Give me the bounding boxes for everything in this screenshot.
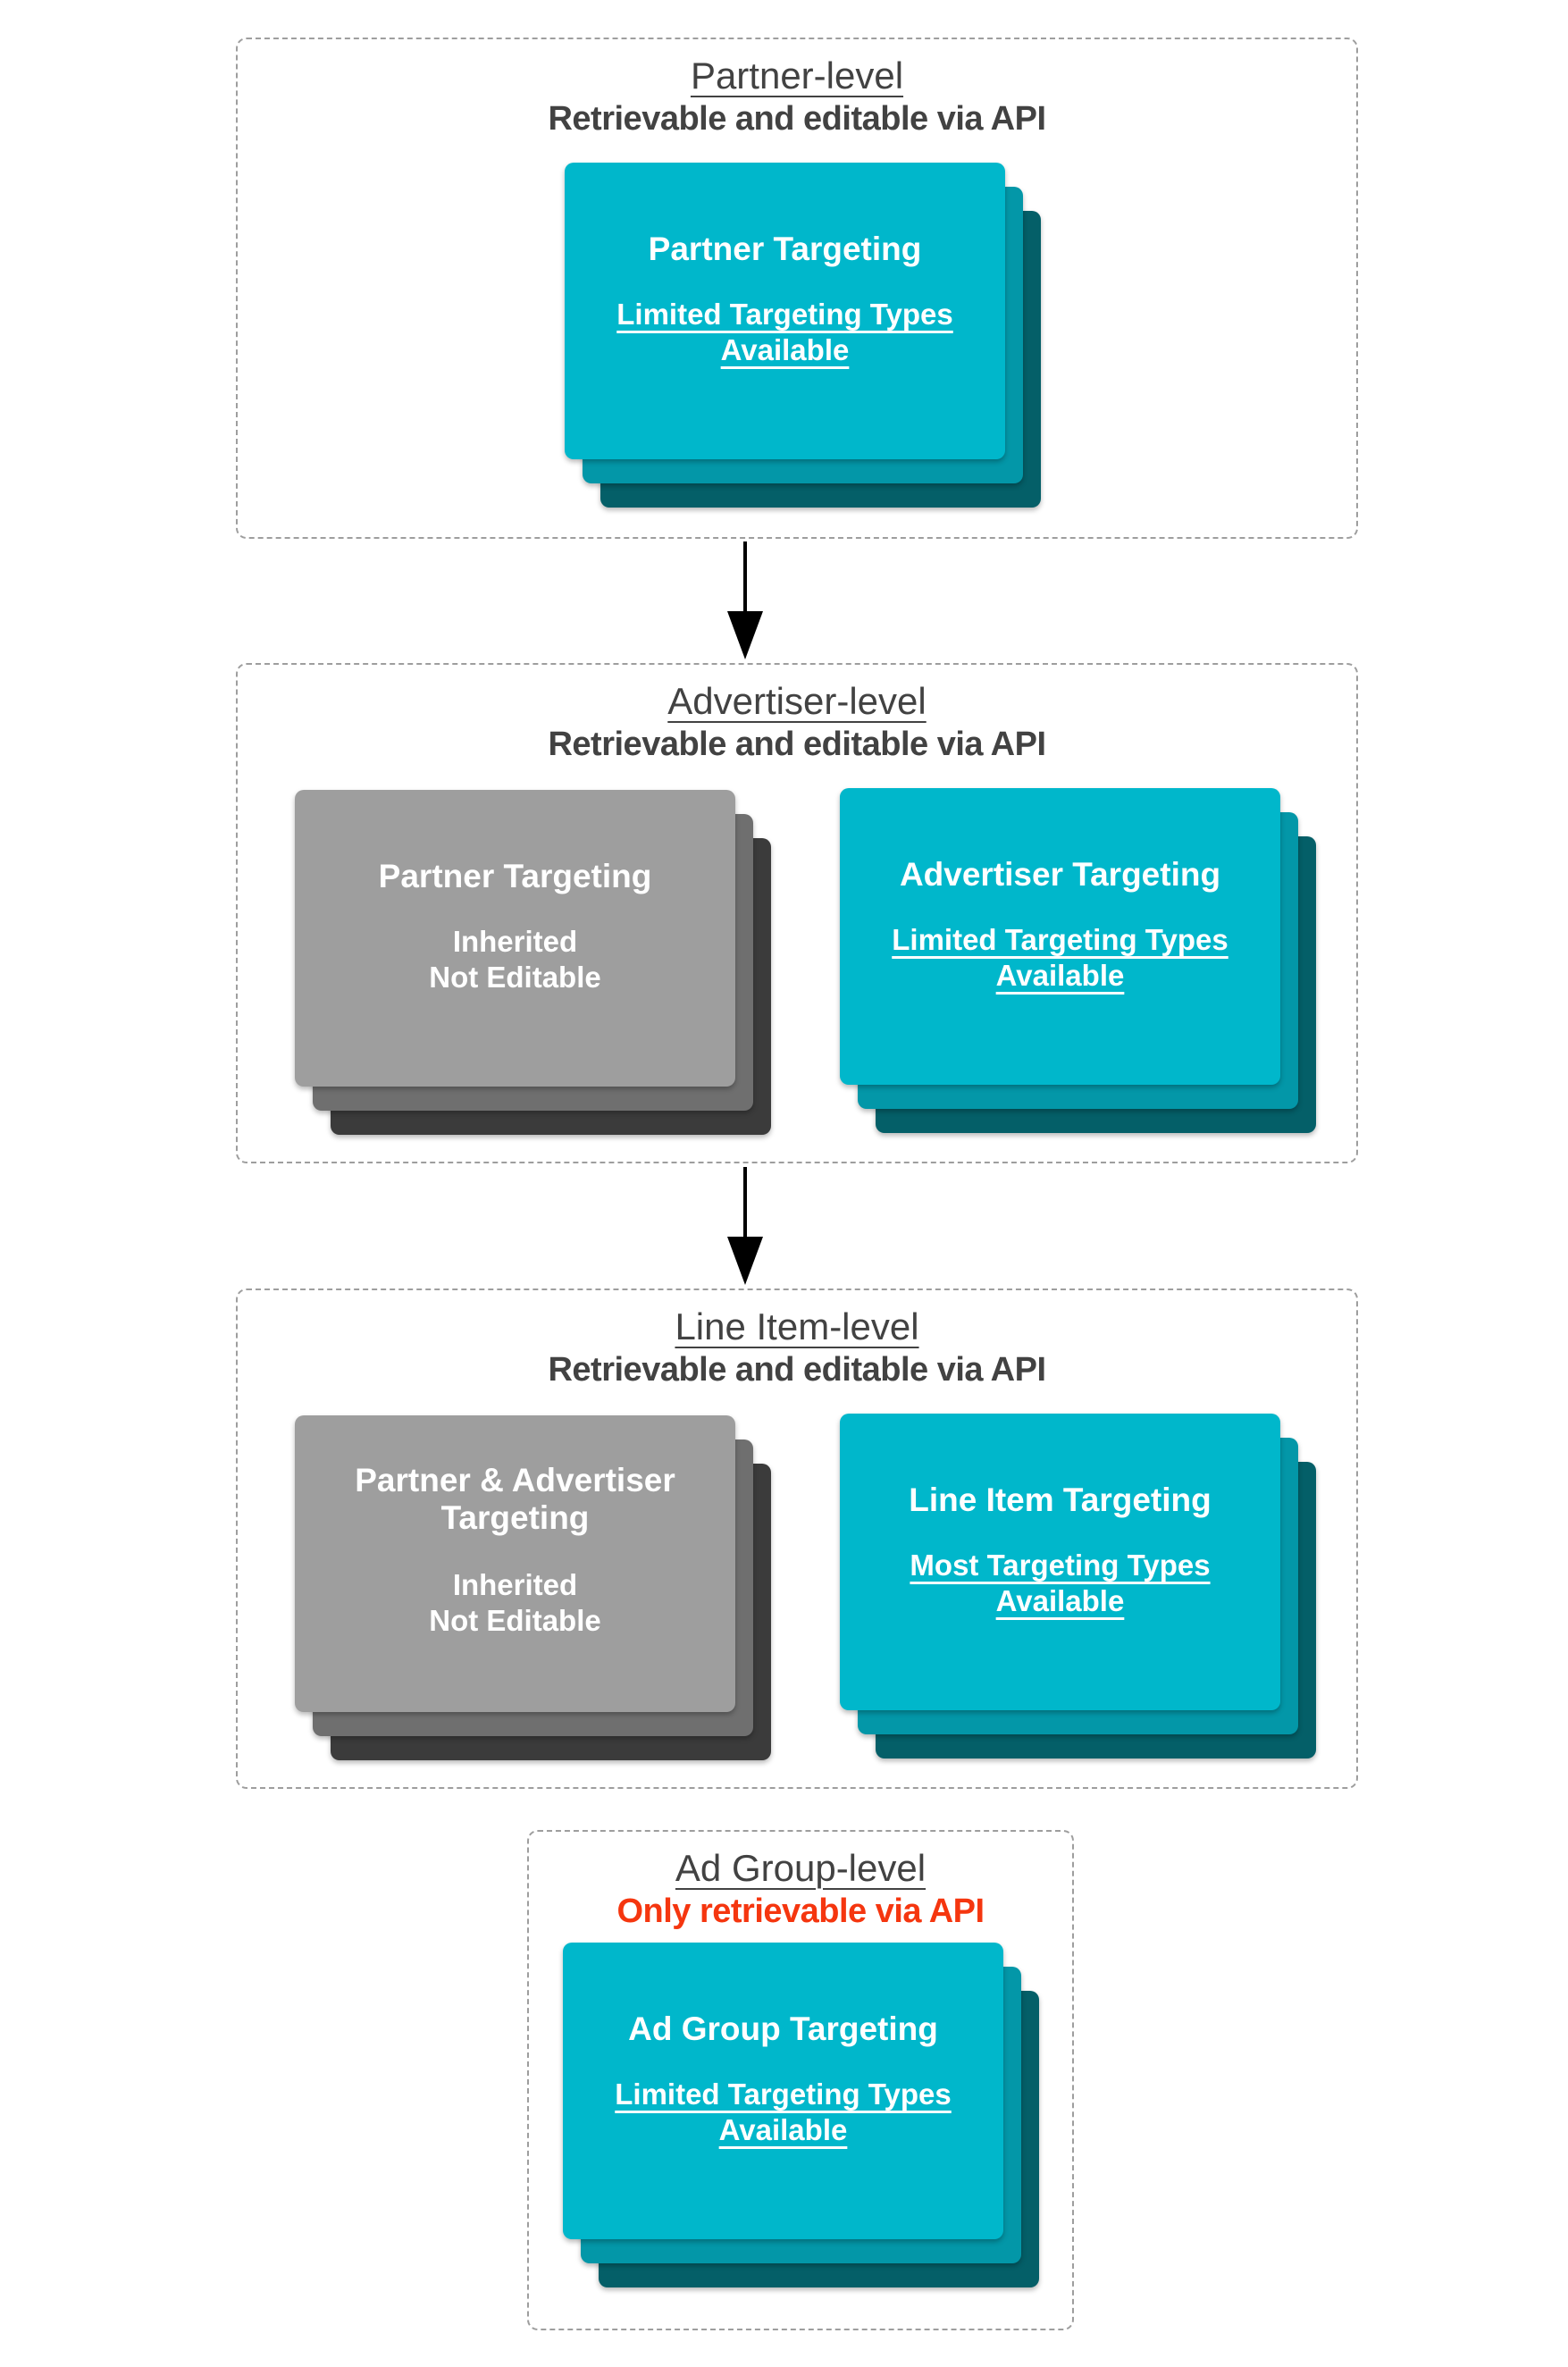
card-stack-partner-advertiser-targeting: Partner & Advertiser Targeting Inherited… (295, 1415, 771, 1760)
card-subtitle-line: Limited Targeting Types (892, 923, 1228, 956)
card-title: Advertiser Targeting (899, 856, 1221, 893)
section-partner-level: Partner-level Retrievable and editable v… (236, 38, 1358, 539)
card-advertiser-targeting: Advertiser Targeting Limited Targeting T… (840, 788, 1280, 1085)
card-subtitle: Most Targeting Types Available (910, 1548, 1210, 1619)
card-stack-partner-targeting: Partner Targeting Limited Targeting Type… (565, 163, 1041, 508)
card-title: Partner & Advertiser Targeting (355, 1462, 675, 1536)
card-subtitle-line: Available (995, 1584, 1125, 1617)
section-subtitle: Only retrievable via API (616, 1893, 985, 1930)
arrow-head (727, 1237, 763, 1285)
card-subtitle-line: Inherited (452, 925, 578, 958)
card-subtitle-line: Most Targeting Types (910, 1549, 1211, 1582)
card-title: Partner Targeting (648, 231, 922, 267)
card-stack-ad-group-targeting: Ad Group Targeting Limited Targeting Typ… (563, 1943, 1039, 2287)
section-title: Partner-level (690, 55, 904, 97)
card-partner-targeting-inherited: Partner Targeting Inherited Not Editable (295, 790, 735, 1087)
section-title: Advertiser-level (667, 680, 927, 722)
card-partner-advertiser-targeting: Partner & Advertiser Targeting Inherited… (295, 1415, 735, 1712)
card-subtitle: Limited Targeting Types Available (615, 2077, 952, 2148)
arrow-shaft (743, 541, 747, 613)
card-subtitle: Limited Targeting Types Available (892, 922, 1228, 994)
card-subtitle-line: Inherited (452, 1568, 578, 1601)
section-ad-group-level: Ad Group-level Only retrievable via API … (527, 1830, 1074, 2330)
card-line-item-targeting: Line Item Targeting Most Targeting Types… (840, 1414, 1280, 1710)
card-subtitle-line: Not Editable (429, 961, 601, 994)
arrow-shaft (743, 1167, 747, 1238)
section-title: Ad Group-level (675, 1847, 927, 1889)
card-partner-targeting: Partner Targeting Limited Targeting Type… (565, 163, 1005, 459)
card-subtitle-line: Limited Targeting Types (616, 298, 953, 331)
section-line-item-level: Line Item-level Retrievable and editable… (236, 1288, 1358, 1789)
card-title: Partner Targeting (378, 858, 652, 894)
card-stack-advertiser-targeting: Advertiser Targeting Limited Targeting T… (840, 788, 1316, 1133)
card-subtitle-line: Available (718, 2113, 848, 2146)
section-subtitle: Retrievable and editable via API (548, 1351, 1046, 1389)
section-subtitle: Retrievable and editable via API (548, 100, 1046, 138)
card-subtitle: Inherited Not Editable (429, 1567, 601, 1639)
card-subtitle: Limited Targeting Types Available (616, 297, 953, 368)
card-subtitle-line: Not Editable (429, 1604, 601, 1637)
section-advertiser-level: Advertiser-level Retrievable and editabl… (236, 663, 1358, 1163)
arrow-down-icon (727, 541, 763, 659)
section-title: Line Item-level (675, 1305, 919, 1347)
card-title: Line Item Targeting (909, 1481, 1212, 1518)
card-stack-partner-targeting-inherited: Partner Targeting Inherited Not Editable (295, 790, 771, 1135)
card-subtitle: Inherited Not Editable (429, 924, 601, 995)
card-stack-line-item-targeting: Line Item Targeting Most Targeting Types… (840, 1414, 1316, 1758)
card-subtitle-line: Available (720, 333, 850, 366)
card-title: Ad Group Targeting (628, 2010, 938, 2047)
arrow-head (727, 611, 763, 659)
section-subtitle: Retrievable and editable via API (548, 726, 1046, 763)
arrow-down-icon (727, 1167, 763, 1285)
card-ad-group-targeting: Ad Group Targeting Limited Targeting Typ… (563, 1943, 1003, 2239)
card-subtitle-line: Available (995, 959, 1125, 992)
card-subtitle-line: Limited Targeting Types (615, 2077, 952, 2111)
